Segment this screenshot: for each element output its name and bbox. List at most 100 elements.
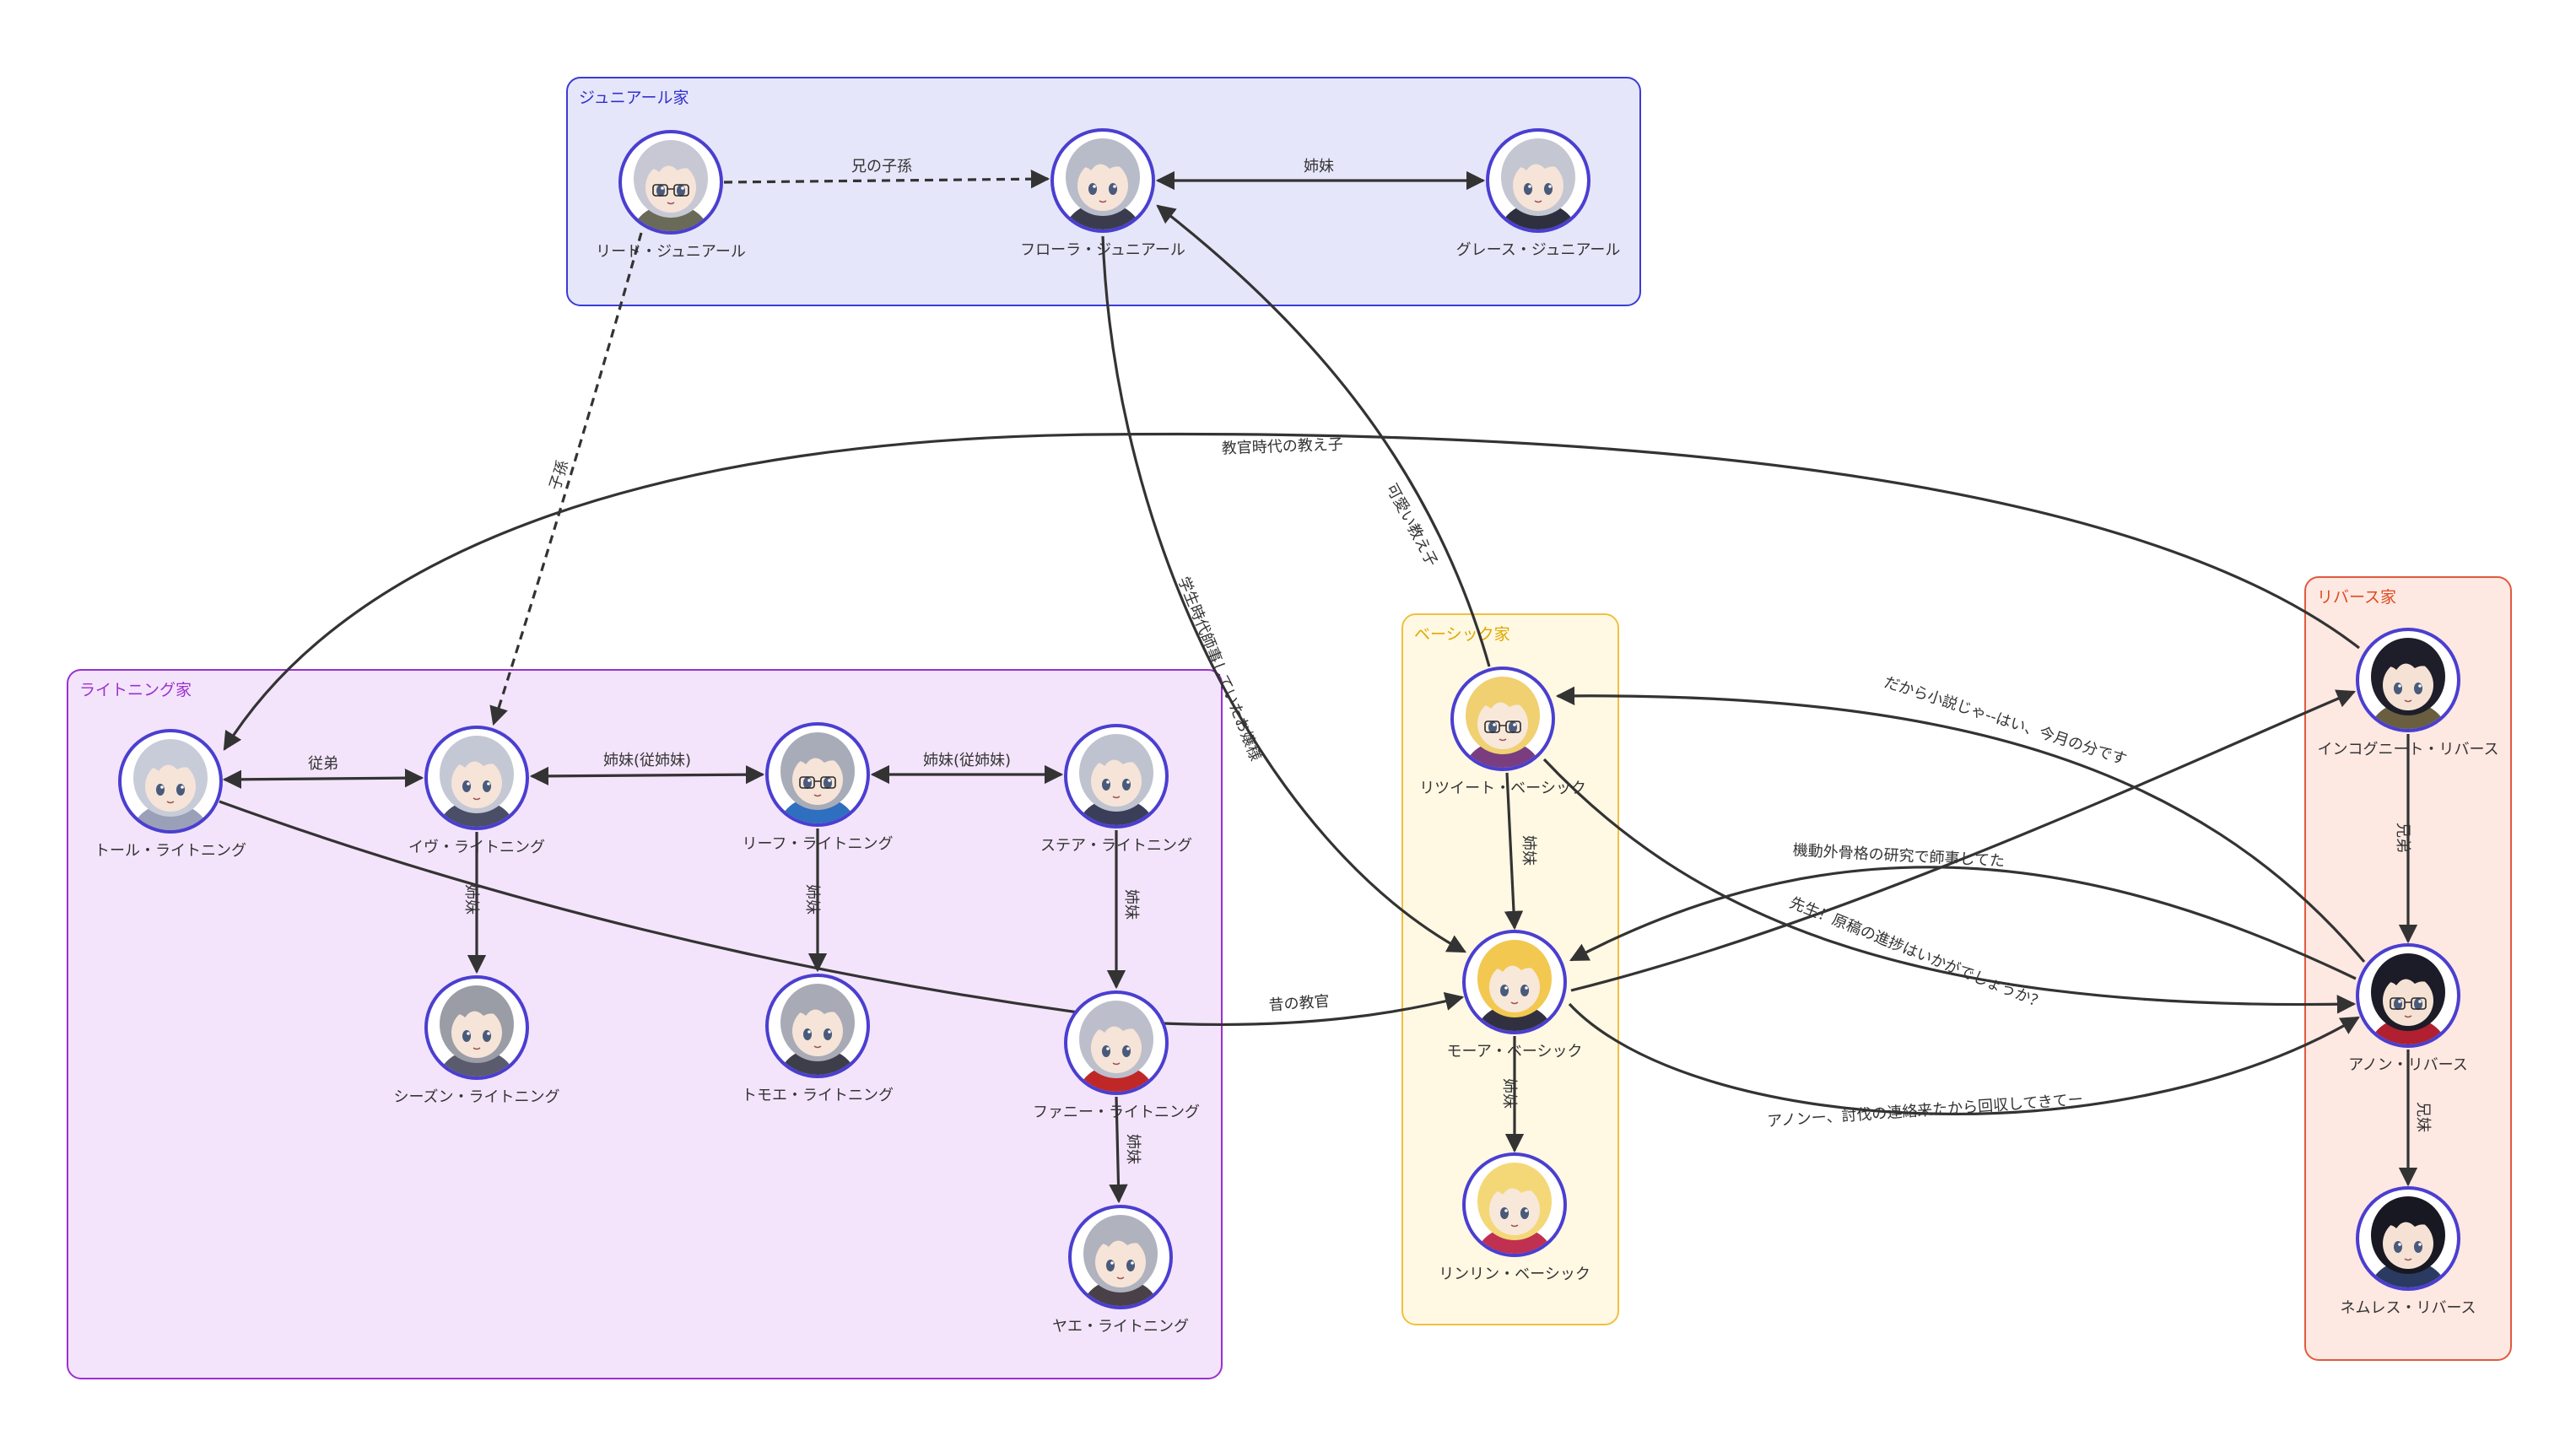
avatar-ring	[765, 722, 870, 827]
node-anon[interactable]: アノン・リバース	[2348, 943, 2468, 1082]
node-incognito[interactable]: インコグニート・リバース	[2317, 628, 2499, 766]
avatar-ring	[1486, 128, 1590, 233]
avatar-ring	[2356, 943, 2460, 1048]
node-stair[interactable]: ステア・ライトニング	[1040, 724, 1192, 862]
avatar-ring	[1064, 990, 1169, 1095]
node-label-season: シーズン・ライトニング	[393, 1088, 559, 1106]
group-label-lightning: ライトニング家	[79, 681, 192, 699]
avatar-stair	[1067, 727, 1165, 825]
edge-label-funny-yae: 姉妹	[1124, 1134, 1142, 1164]
edge-anon-moa	[1569, 866, 2357, 980]
group-label-basic: ベーシック家	[1414, 625, 1510, 644]
node-retweet[interactable]: リツイート・ベーシック	[1419, 667, 1586, 805]
edge-label-retweet-moa: 姉妹	[1520, 835, 1537, 866]
avatar-incognito	[2359, 631, 2457, 729]
node-flora[interactable]: フローラ・ジュニアール	[1020, 128, 1185, 267]
node-label-grace: グレース・ジュニアール	[1456, 241, 1621, 259]
avatar-ring	[1050, 128, 1155, 233]
node-label-thor: トール・ライトニング	[95, 842, 246, 860]
avatar-ring	[1450, 667, 1555, 771]
node-label-incognito: インコグニート・リバース	[2317, 741, 2498, 758]
edge-label-reed-flora: 兄の子孫	[851, 158, 912, 175]
avatar-nameless	[2359, 1190, 2457, 1287]
node-label-moa: モーア・ベーシック	[1447, 1043, 1583, 1061]
node-label-retweet: リツイート・ベーシック	[1419, 780, 1586, 797]
node-label-rinrin: リンリン・ベーシック	[1439, 1266, 1590, 1283]
node-eve[interactable]: イヴ・ライトニング	[408, 726, 545, 864]
node-label-nameless: ネムレス・リバース	[2340, 1299, 2476, 1317]
edge-retweet-flora	[1156, 204, 1491, 667]
node-label-reed: リード・ジュニアール	[596, 243, 746, 261]
edge-label-thor-moa: 昔の教官	[1268, 993, 1330, 1015]
edge-label-retweet-flora: 可愛い教え子	[1382, 481, 1440, 569]
avatar-leaf	[769, 726, 867, 823]
edge-anon-retweet	[1555, 686, 2366, 963]
avatar-season	[428, 979, 526, 1077]
group-label-rivers: リバース家	[2317, 588, 2396, 607]
avatar-ring	[424, 975, 529, 1080]
node-funny[interactable]: ファニー・ライトニング	[1033, 990, 1200, 1129]
node-tomoe[interactable]: トモエ・ライトニング	[742, 974, 894, 1112]
node-rinrin[interactable]: リンリン・ベーシック	[1439, 1152, 1590, 1291]
edge-moa-anon	[1568, 1002, 2360, 1115]
edge-label-moa-rinrin: 姉妹	[1500, 1078, 1518, 1109]
edge-incognito-thor	[223, 432, 2360, 751]
avatar-ring	[1068, 1205, 1173, 1309]
node-grace[interactable]: グレース・ジュニアール	[1456, 128, 1621, 267]
edge-label-anon-moa: 機動外骨格の研究で師事してた	[1792, 841, 2005, 870]
edge-label-incognito-thor: 教官時代の教え子	[1221, 435, 1343, 457]
edge-label-stair-funny: 姉妹	[1122, 889, 1140, 920]
avatar-eve	[428, 729, 526, 827]
edge-label-anon-nameless: 兄妹	[2414, 1102, 2432, 1132]
edge-label-retweet-anon: 先生！原稿の進捗はいかがでしょうか？	[1787, 893, 2047, 1012]
edge-reed-flora	[723, 170, 1050, 189]
edge-label-thor-eve: 従弟	[308, 755, 338, 773]
edge-eve-leaf	[529, 764, 765, 786]
edge-label-flora-grace: 姉妹	[1304, 158, 1334, 175]
edge-retweet-anon	[1542, 758, 2357, 1014]
edge-moa-incognito	[1570, 689, 2357, 992]
node-label-leaf: リーフ・ライトニング	[743, 835, 894, 853]
avatar-ring	[2356, 1186, 2460, 1291]
node-leaf[interactable]: リーフ・ライトニング	[743, 722, 894, 861]
node-reed[interactable]: リード・ジュニアール	[596, 130, 746, 268]
avatar-ring	[765, 974, 870, 1078]
edge-label-eve-leaf: 姉妹(従姉妹)	[603, 752, 691, 769]
avatar-anon	[2359, 947, 2457, 1044]
avatar-ring	[2356, 628, 2460, 732]
edge-label-leaf-stair: 姉妹(従姉妹)	[923, 752, 1011, 769]
edge-thor-moa	[219, 800, 1465, 1027]
avatar-ring	[1462, 1152, 1567, 1257]
avatar-ring	[618, 130, 723, 235]
node-label-stair: ステア・ライトニング	[1040, 837, 1192, 855]
node-moa[interactable]: モーア・ベーシック	[1447, 930, 1583, 1068]
edge-label-incognito-anon: 兄弟	[2394, 823, 2411, 853]
node-label-anon: アノン・リバース	[2348, 1056, 2467, 1074]
node-label-yae: ヤエ・ライトニング	[1052, 1318, 1189, 1336]
node-label-eve: イヴ・ライトニング	[408, 839, 545, 856]
avatar-rinrin	[1466, 1156, 1563, 1254]
avatar-flora	[1054, 132, 1152, 229]
avatar-tomoe	[769, 977, 867, 1075]
avatar-reed	[622, 133, 720, 231]
node-yae[interactable]: ヤエ・ライトニング	[1052, 1205, 1189, 1343]
avatar-thor	[122, 732, 219, 830]
edge-label-eve-season: 姉妹	[462, 884, 480, 915]
avatar-retweet	[1454, 670, 1552, 768]
avatar-ring	[424, 726, 529, 830]
node-thor[interactable]: トール・ライトニング	[95, 729, 246, 867]
avatar-ring	[1064, 724, 1169, 828]
node-season[interactable]: シーズン・ライトニング	[393, 975, 560, 1114]
edge-label-moa-anon: アノンー、討伐の連絡来たから回収してきてー	[1767, 1091, 2084, 1131]
avatar-ring	[1462, 930, 1567, 1034]
node-label-tomoe: トモエ・ライトニング	[742, 1087, 894, 1104]
edge-flora-moa	[1101, 235, 1466, 953]
group-label-junior: ジュニアール家	[579, 89, 689, 107]
edge-thor-eve	[222, 768, 424, 790]
avatar-ring	[118, 729, 223, 834]
edge-funny-yae	[1109, 1096, 1128, 1204]
node-nameless[interactable]: ネムレス・リバース	[2340, 1186, 2476, 1325]
edge-label-leaf-tomoe: 姉妹	[803, 884, 821, 915]
node-label-funny: ファニー・ライトニング	[1033, 1104, 1200, 1121]
node-label-flora: フローラ・ジュニアール	[1020, 241, 1185, 259]
